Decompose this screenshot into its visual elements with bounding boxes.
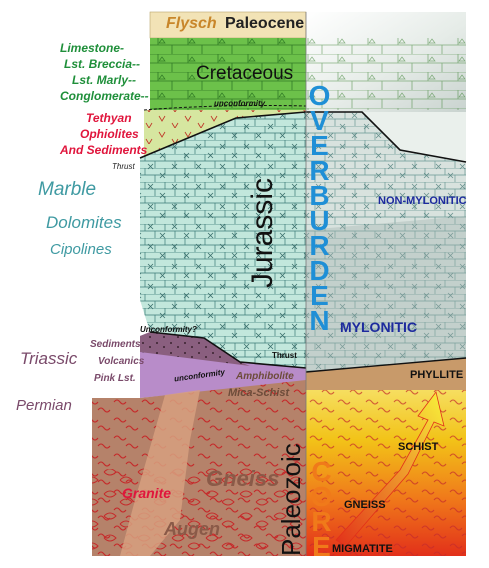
label-mica-schist: Mica-Schist — [228, 388, 289, 399]
label-gneiss-left: Gneiss — [206, 468, 279, 490]
label-granite: Granite — [122, 486, 171, 500]
label-sediments: Sediments — [90, 340, 141, 350]
label-thrust-mid: Thrust — [272, 352, 297, 360]
label-ophiolites: Ophiolites — [80, 128, 139, 140]
label-permian: Permian — [16, 398, 72, 413]
label-lst-marly: Lst. Marly-- — [72, 74, 136, 86]
label-phyllite: PHYLLITE — [410, 370, 463, 381]
label-flysch: Flysch — [166, 16, 217, 32]
label-schist: SCHIST — [398, 442, 438, 453]
label-and-sediments: And Sediments — [60, 144, 147, 156]
label-limestone: Limestone- — [60, 42, 124, 54]
label-pink-lst: Pink Lst. — [94, 374, 136, 384]
label-non-mylonitic: NON-MYLONITIC — [378, 196, 467, 207]
label-cipolines: Cipolines — [50, 242, 112, 257]
label-gneiss-right: GNEISS — [344, 500, 386, 511]
label-core: CORE — [306, 456, 336, 556]
label-dolomites: Dolomites — [46, 214, 122, 231]
label-triassic: Triassic — [20, 350, 77, 367]
label-migmatite: MIGMATITE — [332, 544, 393, 555]
label-thrust-left: Thrust — [112, 163, 135, 171]
label-cretaceous: Cretaceous — [196, 64, 293, 83]
label-unconformity-top: unconformity — [214, 100, 265, 108]
label-paleocene: Paleocene — [225, 16, 304, 32]
label-amphibolite: Amphibolite — [236, 372, 294, 382]
label-tethyan: Tethyan — [86, 112, 132, 124]
label-augen: Augen — [164, 520, 220, 538]
label-volcanics: Volcanics — [98, 357, 144, 367]
label-mylonitic: MYLONITIC — [340, 320, 417, 334]
label-marble: Marble — [38, 180, 96, 199]
label-overburden: OVERBURDEN — [304, 80, 334, 330]
label-jurassic: Jurassic — [248, 178, 278, 288]
label-paleozoic: Paleozoic — [278, 443, 304, 556]
label-lst-breccia: Lst. Breccia-- — [64, 58, 140, 70]
label-unconformity-q: Unconformity? — [140, 326, 197, 334]
label-conglomerate: Conglomerate-- — [60, 90, 149, 102]
